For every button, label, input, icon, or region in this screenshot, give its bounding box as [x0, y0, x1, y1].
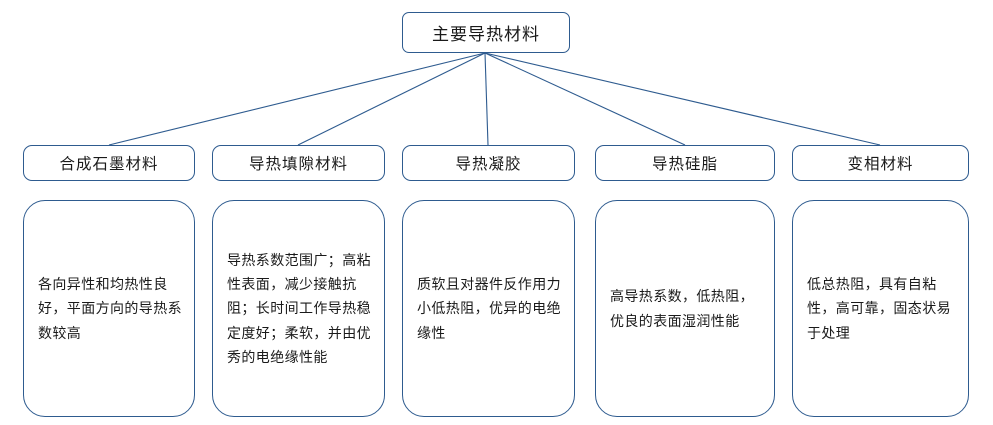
branch-header-label-3: 导热硅脂 [651, 156, 718, 173]
branch-header-4: 变相材料 [792, 145, 969, 181]
branch-header-label-1: 导热填隙材料 [248, 156, 348, 173]
branch-header-label-0: 合成石墨材料 [59, 156, 159, 173]
root-node: 主要导热材料 [402, 12, 570, 53]
connector-line-3 [484, 52, 686, 146]
branch-header-2: 导热凝胶 [402, 145, 575, 181]
branch-body-text-4: 低总热阻，具有自粘性，高可靠，固态状易于处理 [807, 276, 951, 341]
branch-header-label-2: 导热凝胶 [455, 156, 522, 173]
branch-body-1: 导热系数范围广；高粘性表面，减少接触抗阻；长时间工作导热稳定度好；柔软，并由优秀… [212, 200, 385, 417]
branch-body-2: 质软且对器件反作用力小低热阻，优异的电绝缘性 [402, 200, 575, 417]
branch-header-0: 合成石墨材料 [23, 145, 195, 181]
connector-line-1 [297, 52, 486, 146]
branch-body-4: 低总热阻，具有自粘性，高可靠，固态状易于处理 [792, 200, 969, 417]
branch-header-label-4: 变相材料 [847, 156, 914, 173]
connector-line-0 [108, 52, 486, 146]
branch-body-0: 各向异性和均热性良好，平面方向的导热系数较高 [23, 200, 195, 417]
branch-body-text-2: 质软且对器件反作用力小低热阻，优异的电绝缘性 [417, 276, 561, 341]
branch-header-3: 导热硅脂 [595, 145, 775, 181]
branch-body-text-0: 各向异性和均热性良好，平面方向的导热系数较高 [38, 276, 182, 341]
branch-body-text-1: 导热系数范围广；高粘性表面，减少接触抗阻；长时间工作导热稳定度好；柔软，并由优秀… [227, 252, 371, 365]
branch-body-3: 高导热系数，低热阻，优良的表面湿润性能 [595, 200, 775, 417]
root-node-label: 主要导热材料 [432, 25, 540, 44]
branch-body-text-3: 高导热系数，低热阻，优良的表面湿润性能 [610, 288, 754, 329]
connector-line-4 [484, 52, 881, 146]
connector-line-2 [484, 52, 489, 146]
branch-header-1: 导热填隙材料 [212, 145, 385, 181]
